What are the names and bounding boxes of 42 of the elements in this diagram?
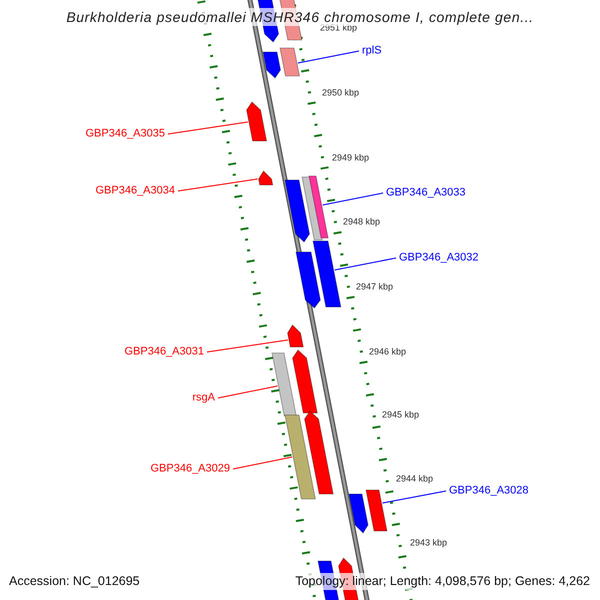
leader-line	[168, 122, 248, 134]
gene-label: GBP346_A3035	[85, 128, 165, 140]
gene-feature	[284, 180, 310, 243]
position-label: 2950 kbp	[322, 88, 360, 98]
position-label: 2943 kbp	[410, 538, 448, 548]
position-label: 2948 kbp	[343, 216, 380, 228]
leader-line	[206, 340, 288, 352]
gene-feature	[304, 410, 334, 494]
gene-feature	[246, 101, 268, 142]
gene-feature	[296, 252, 321, 309]
accession-text: Accession: NC_012695	[9, 573, 140, 590]
gene-label: GBP346_A3034	[95, 184, 175, 198]
position-label: 2944 kbp	[396, 474, 434, 484]
leader-line	[178, 178, 258, 192]
gene-feature	[292, 349, 318, 414]
gene-label: GBP346_A3029	[150, 462, 230, 476]
gene-feature	[348, 494, 368, 534]
gene-label: GBP346_A3031	[124, 346, 204, 358]
leader-line	[334, 258, 396, 270]
gene-feature	[366, 490, 388, 532]
gene-label: GBP346_A3032	[399, 252, 479, 264]
gene-label: GBP346_A3033	[386, 186, 466, 200]
gene-feature	[284, 414, 316, 500]
position-label: 2947 kbp	[356, 282, 394, 292]
gene-feature	[287, 324, 304, 348]
leader-line	[297, 50, 360, 64]
gene-feature	[312, 240, 342, 308]
gene-feature	[280, 48, 300, 76]
position-label: 2949 kbp	[332, 152, 370, 164]
gene-feature	[262, 52, 281, 79]
position-label: 2945 kbp	[382, 410, 420, 420]
position-label: 2946 kbp	[369, 346, 406, 358]
leader-line	[382, 490, 446, 504]
topology-text: Topology: linear; Length: 4,098,576 bp; Genes: 4,262	[295, 573, 590, 590]
gene-feature	[308, 176, 329, 238]
leader-line	[232, 456, 293, 470]
gene-label: rsgA	[192, 392, 215, 404]
gene-feature	[272, 352, 297, 416]
gene-label: rplS	[362, 44, 382, 58]
leader-line	[218, 386, 278, 398]
gene-label: GBP346_A3028	[449, 484, 529, 498]
gene-feature	[258, 170, 274, 186]
